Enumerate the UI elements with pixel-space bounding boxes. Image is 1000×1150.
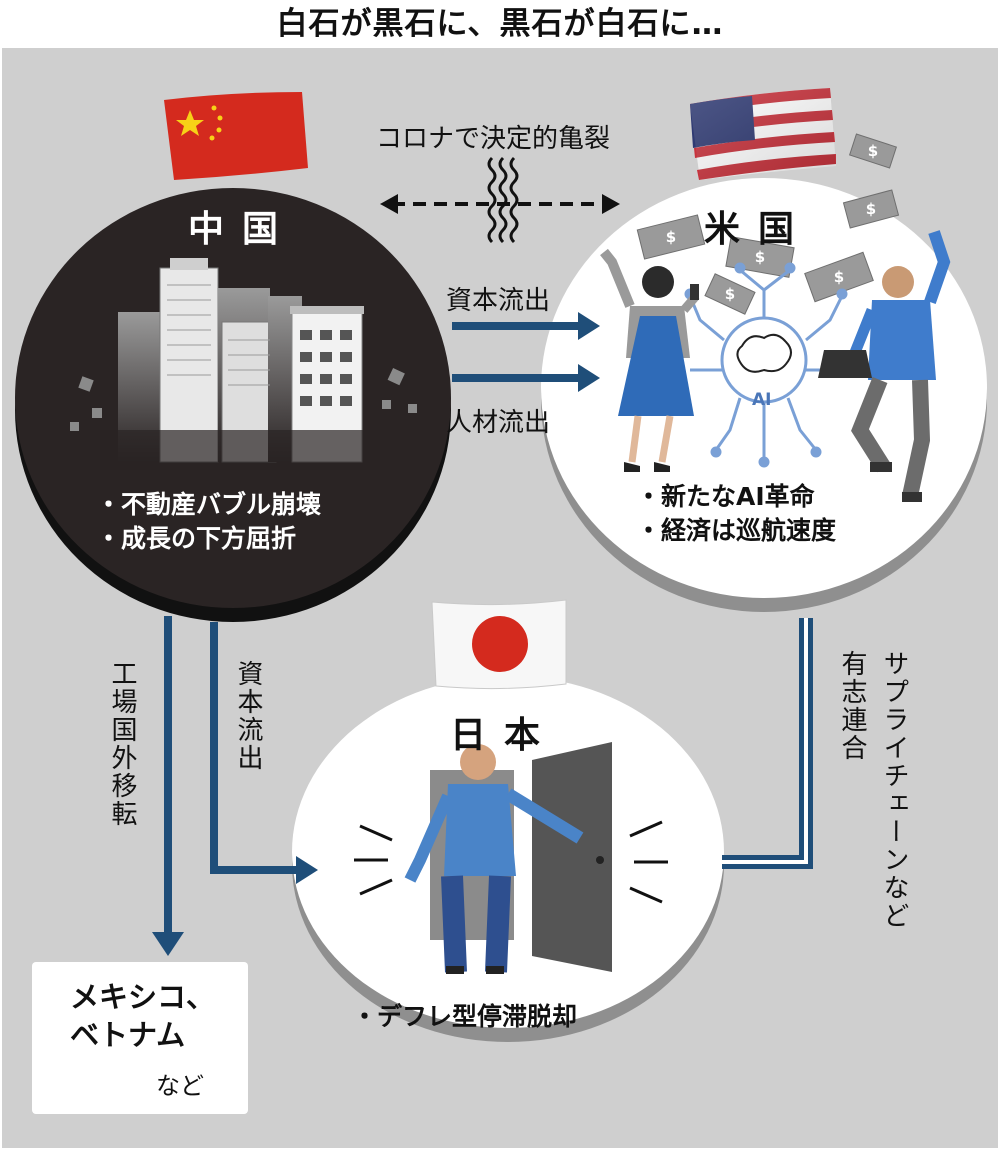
- supply-chain-connector: [722, 618, 813, 869]
- dollar-sign-1: $: [666, 228, 676, 246]
- china-bullet-2: ・成長の下方屈折: [96, 524, 297, 553]
- destination-line-2: ベトナム: [70, 1018, 186, 1052]
- china-bullet-1: ・不動産バブル崩壊: [96, 490, 322, 519]
- us-title: 米国: [704, 209, 813, 250]
- us-bullet-1: ・新たなAI革命: [636, 482, 815, 511]
- japan-flag-icon: [431, 599, 567, 690]
- talent-flow-arrow-us: [452, 364, 600, 392]
- man-opening-door-illustration: [404, 742, 612, 974]
- conflict-dashed-arrow: [380, 156, 620, 244]
- dollar-sign-6: $: [725, 285, 735, 303]
- destination-line-1: メキシコ、: [70, 980, 216, 1014]
- dollar-sign-2: $: [755, 248, 765, 266]
- capital-outflow-us-label: 資本流出: [446, 286, 551, 316]
- us-bullet-2: ・経済は巡航速度: [636, 516, 837, 545]
- china-flag-icon: [164, 92, 308, 180]
- dollar-bills-icons: [636, 133, 900, 315]
- dollar-sign-5: $: [868, 142, 878, 160]
- coalition-label: 有志連合: [837, 650, 867, 762]
- talent-outflow-us-label: 人材流出: [446, 408, 551, 438]
- door-burst-lines: [354, 820, 668, 904]
- capital-outflow-japan-label: 資本流出: [233, 660, 263, 772]
- corona-rift-label: コロナで決定的亀裂: [376, 124, 611, 154]
- man-with-laptop-illustration: [818, 230, 951, 502]
- dollar-sign-4: $: [866, 200, 876, 218]
- infographic-title: 白石が黒石に、黒石が白石に…: [276, 6, 724, 42]
- dollar-sign-3: $: [834, 268, 844, 286]
- japan-bullet-1: ・デフレ型停滞脱却: [352, 1002, 578, 1031]
- factory-relocation-arrow: [152, 616, 184, 956]
- japan-title: 日本: [450, 715, 559, 756]
- china-title: 中国: [188, 209, 297, 250]
- factory-relocation-label: 工場国外移転: [107, 660, 137, 828]
- china-cityscape-illustration: [70, 258, 417, 470]
- capital-flow-arrow-us: [452, 312, 600, 340]
- woman-with-phone-illustration: [600, 248, 700, 472]
- supply-chain-label: サプライチェーンなど: [879, 650, 909, 930]
- capital-flow-arrow-japan: [210, 622, 318, 884]
- destination-countries: メキシコ、 ベトナム: [70, 978, 215, 1054]
- destination-etc: など: [156, 1072, 204, 1100]
- us-flag-icon: [690, 88, 836, 180]
- destination-box: メキシコ、 ベトナム など: [32, 962, 248, 1114]
- ai-text-label: AI: [752, 390, 772, 410]
